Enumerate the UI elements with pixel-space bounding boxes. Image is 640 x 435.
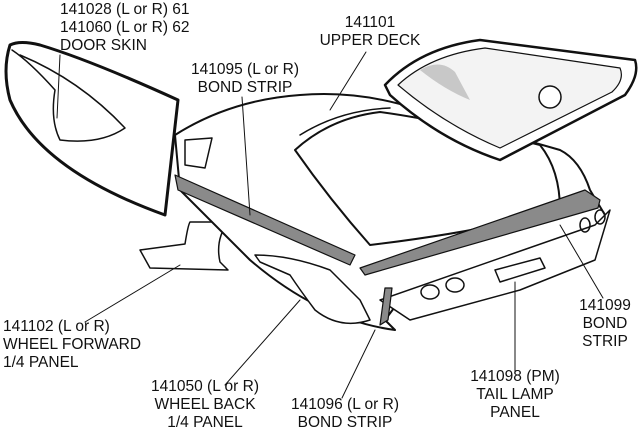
label-line: 141102 (L or R) xyxy=(3,318,110,335)
label-line: STRIP xyxy=(582,333,628,350)
label-line: WHEEL BACK xyxy=(154,396,256,413)
label-line: 141101 xyxy=(344,14,396,31)
label-line: 141060 (L or R) 62 xyxy=(60,19,190,36)
bond-strip-lower-part xyxy=(379,287,393,326)
label-tail-lamp: 141098 (PM) TAIL LAMP PANEL xyxy=(445,368,585,422)
door-skin-part xyxy=(4,41,180,217)
label-wheel-forward: 141102 (L or R) WHEEL FORWARD 1/4 PANEL xyxy=(3,318,141,372)
label-line: BOND STRIP xyxy=(197,79,293,96)
label-door-skin: 141028 (L or R) 61 141060 (L or R) 62 DO… xyxy=(60,1,190,55)
label-line: 141095 (L or R) xyxy=(191,61,299,78)
leader-lines xyxy=(56,51,604,399)
label-line: 141028 (L or R) 61 xyxy=(60,1,190,18)
label-line: TAIL LAMP xyxy=(476,386,554,403)
bond-strip-rear-part xyxy=(359,189,601,276)
label-line: DOOR SKIN xyxy=(60,37,147,54)
wheel-forward-panel-part xyxy=(139,221,229,271)
label-line: BOND xyxy=(582,315,628,332)
label-bond-strip-rear: 141099 BOND STRIP xyxy=(570,297,640,351)
label-line: PANEL xyxy=(490,404,540,421)
label-bond-strip-lower: 141096 (L or R) BOND STRIP xyxy=(275,396,415,432)
label-line: 1/4 PANEL xyxy=(167,414,243,431)
label-bond-strip-upper: 141095 (L or R) BOND STRIP xyxy=(175,61,315,97)
label-line: BOND STRIP xyxy=(297,414,393,431)
label-line: WHEEL FORWARD xyxy=(3,336,142,353)
label-line: 1/4 PANEL xyxy=(3,354,79,371)
label-line: UPPER DECK xyxy=(319,32,421,49)
label-upper-deck: 141101 UPPER DECK xyxy=(300,14,440,50)
label-line: 141096 (L or R) xyxy=(291,396,399,413)
label-wheel-back: 141050 (L or R) WHEEL BACK 1/4 PANEL xyxy=(135,378,275,432)
label-line: 141098 (PM) xyxy=(470,368,560,385)
bond-strip-upper-part xyxy=(174,174,356,266)
wheel-back-panel-part xyxy=(254,254,371,325)
upper-deck-part xyxy=(383,38,638,162)
label-line: 141050 (L or R) xyxy=(151,378,259,395)
label-line: 141099 xyxy=(579,297,631,314)
